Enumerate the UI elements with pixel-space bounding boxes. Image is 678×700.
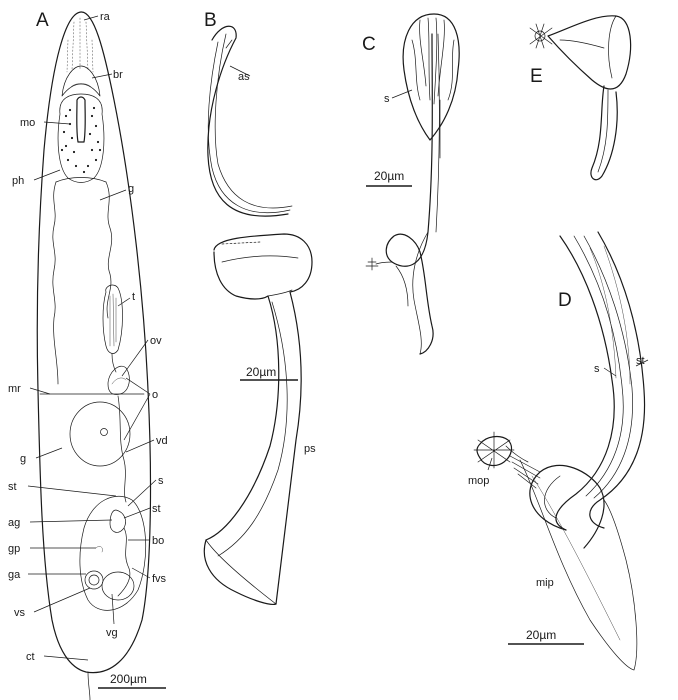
label-g-upper: g (128, 183, 134, 195)
panel-e-letter: E (530, 66, 543, 87)
label-mop: mop (468, 475, 489, 487)
stylet-tube (555, 235, 615, 531)
label-ga: ga (8, 569, 21, 581)
panel-c-letter: C (362, 34, 376, 55)
label-st-left: st (8, 481, 17, 493)
stylet-shaft (391, 33, 433, 267)
label-gp: gp (8, 543, 20, 555)
label-s-d: s (594, 363, 600, 375)
panel-b-letter: B (204, 10, 217, 31)
pharynx-glands (60, 106, 102, 174)
panel-d-letter: D (558, 290, 572, 311)
vesicle (402, 13, 460, 141)
stylet-e (590, 85, 618, 181)
label-fvs: fvs (152, 573, 167, 585)
label-ov: ov (150, 335, 162, 347)
scale-label-b: 20µm (246, 365, 276, 379)
pharynx (57, 93, 105, 183)
male-inner-part (519, 459, 638, 671)
seminal-vesicle (84, 570, 104, 590)
label-ph: ph (12, 175, 24, 187)
label-mip: mip (536, 577, 554, 589)
stylet-hook (529, 464, 605, 549)
label-bo: bo (152, 535, 164, 547)
mouth (76, 96, 86, 143)
oocyte (69, 401, 131, 467)
testis (102, 284, 123, 354)
panel-a-leaders (27, 15, 157, 661)
label-ct: ct (26, 651, 35, 663)
body-outline (36, 11, 152, 674)
label-ps: ps (304, 443, 316, 455)
label-mr: mr (8, 383, 21, 395)
brain (61, 65, 101, 97)
scale-label-a: 200µm (110, 672, 147, 686)
label-o: o (152, 389, 158, 401)
label-s-c: s (384, 93, 390, 105)
label-vg: vg (106, 627, 118, 639)
vas-deferens (117, 395, 127, 503)
gut (52, 181, 113, 385)
panel-b: B as ps 20µm (203, 10, 316, 605)
label-ra: ra (100, 11, 111, 23)
label-st-d: st (636, 355, 645, 367)
panel-c: C s 20µm (362, 13, 460, 355)
label-vd: vd (156, 435, 168, 447)
accessory-stylet (207, 25, 289, 217)
label-ag: ag (8, 517, 20, 529)
label-vs: vs (14, 607, 26, 619)
male-organ-pad (473, 431, 515, 469)
caudal-tail (87, 671, 91, 700)
proximal-stylet (213, 233, 313, 605)
label-st-right: st (152, 503, 161, 515)
panel-a: A (8, 10, 168, 700)
scale-label-d: 20µm (526, 628, 556, 642)
panel-a-letter: A (36, 10, 49, 31)
scale-label-c: 20µm (374, 169, 404, 183)
label-mo: mo (20, 117, 35, 129)
ovary (107, 365, 130, 395)
label-s: s (158, 475, 164, 487)
label-as: as (238, 71, 250, 83)
label-t: t (132, 291, 135, 303)
funnel-e (547, 15, 632, 90)
label-g-lower: g (20, 453, 26, 465)
panel-e: E (529, 15, 632, 181)
panel-d: D s st mop mip 20µm (468, 231, 649, 671)
label-br: br (113, 69, 123, 81)
